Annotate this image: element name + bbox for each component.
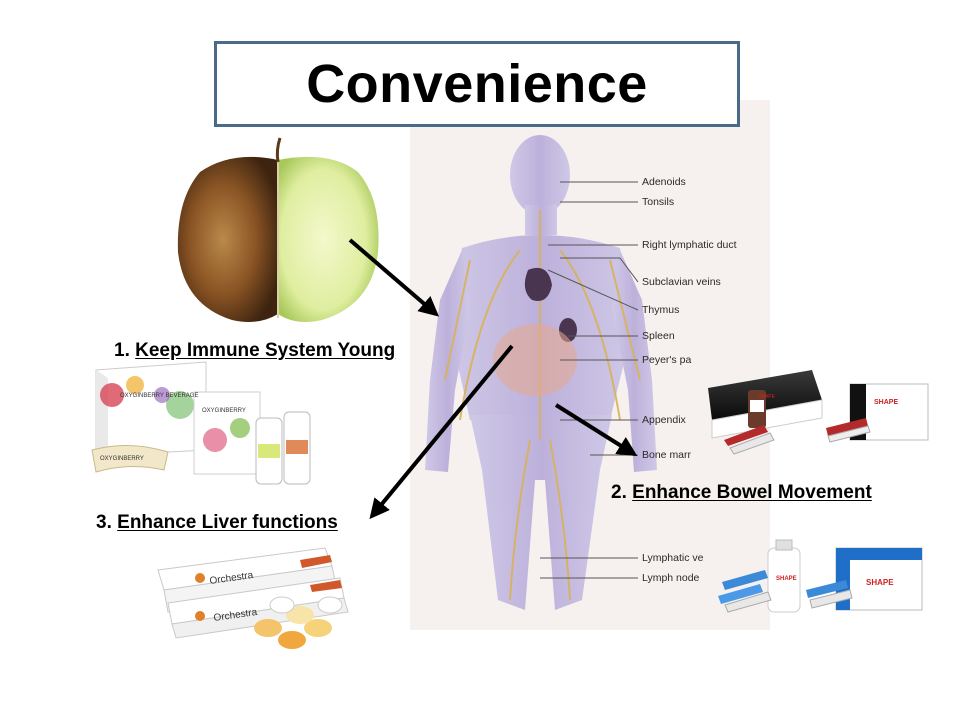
anatomy-label-adenoids: Adenoids: [642, 176, 686, 188]
anatomy-label-spleen: Spleen: [642, 330, 675, 342]
anatomy-illustration: [410, 100, 770, 630]
anatomy-label-bone-marrow: Bone marr: [642, 449, 692, 461]
product-label: OXYGINBERRY: [100, 456, 144, 462]
benefit-label-immune: 1. Keep Immune System Young: [114, 340, 395, 362]
apple-image: [177, 137, 379, 322]
arrows: [348, 238, 638, 520]
product-label: SHAPE: [776, 576, 797, 582]
orchestra-products: [157, 547, 349, 649]
anatomy-label-right-lymphatic-duct: Right lymphatic duct: [642, 239, 737, 251]
benefit-number: 3.: [96, 512, 112, 533]
anatomy-label-appendix: Appendix: [642, 414, 686, 426]
product-label: SHAPE: [866, 578, 894, 587]
arrow-body-to-liver: [369, 344, 514, 520]
anatomy-label-lymphatic-vessels: Lymphatic ve: [642, 552, 704, 564]
benefit-number: 1.: [114, 340, 130, 361]
shape-products-blue: [718, 539, 923, 613]
anatomy-label-peyers: Peyer's pa: [642, 354, 692, 366]
anatomy-label-tonsils: Tonsils: [642, 196, 675, 208]
benefit-label-bowel: 2. Enhance Bowel Movement: [611, 482, 872, 504]
product-label: SHAPE: [758, 394, 776, 400]
shape-products-black: [708, 370, 929, 455]
slide-title: Convenience: [306, 54, 648, 114]
arrow-body-to-bowel: [554, 403, 638, 457]
benefit-text: Enhance Bowel Movement: [632, 482, 872, 503]
arrow-apple-to-body: [348, 238, 440, 317]
benefit-text: Keep Immune System Young: [135, 340, 396, 361]
anatomy-label-subclavian-veins: Subclavian veins: [642, 276, 721, 288]
product-label: OXYGINBERRY BEVERAGE: [120, 393, 198, 399]
benefit-number: 2.: [611, 482, 627, 503]
oxyginberry-products: [91, 361, 311, 485]
benefit-text: Enhance Liver functions: [117, 512, 338, 533]
anatomy-label-lymph-nodes: Lymph node: [642, 572, 700, 584]
anatomy-label-thymus: Thymus: [642, 304, 680, 316]
product-label: SHAPE: [874, 399, 898, 406]
title-box: Convenience: [214, 41, 740, 127]
product-label: OXYGINBERRY: [202, 408, 246, 414]
benefit-label-liver: 3. Enhance Liver functions: [96, 512, 338, 534]
